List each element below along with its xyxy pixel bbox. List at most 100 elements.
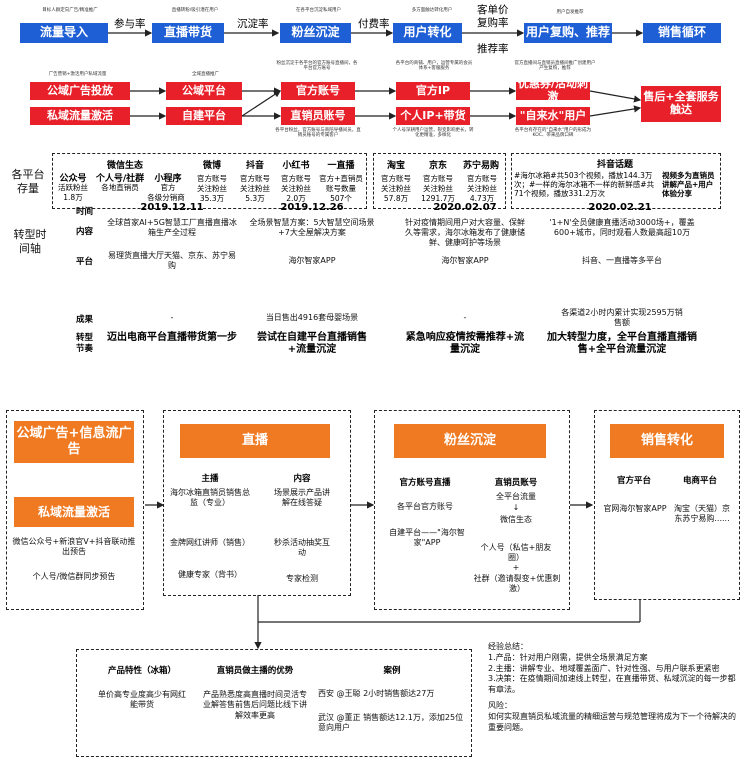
topic-title: 抖音话题 bbox=[596, 160, 633, 170]
douyin-label2: 关注粉丝 bbox=[240, 184, 270, 193]
row-platform: 平台 bbox=[76, 257, 94, 267]
fans-staff4: 社群（邀请裂变+优惠刺激） bbox=[473, 574, 561, 594]
yizhibo-label: 官方+直销员 bbox=[319, 174, 363, 183]
fans-h-staff: 直销员账号 bbox=[494, 478, 538, 488]
prod-h: 产品特性（冰箱） bbox=[107, 666, 176, 676]
note-ip: 各平台的商铺、用户，运营专属的会员体系+客服服务 bbox=[395, 61, 473, 72]
risk-title: 风险： bbox=[488, 700, 512, 710]
adv-h: 直销员做主播的优势 bbox=[216, 666, 294, 676]
risk-text: 如何实现直销员私域流量的精细运营与规范管理将成为下一个待解决的重要问题。 bbox=[488, 711, 736, 732]
box-organic: "自来水"用户 bbox=[516, 107, 590, 125]
private-box: 私域流量激活 bbox=[14, 497, 134, 527]
private-text1: 微信公众号+新浪官V+抖音联动推出预告 bbox=[12, 537, 136, 557]
jd-label2: 关注粉丝 bbox=[423, 184, 453, 193]
stock-side-label: 各平台存量 bbox=[11, 168, 45, 196]
bottom-group-live bbox=[163, 410, 351, 596]
stock-group-c bbox=[511, 153, 721, 209]
live-host3: 健康专家（背书） bbox=[178, 570, 242, 579]
wechat-col-2-value: 各级分销商 bbox=[147, 193, 185, 202]
box-promo: 优惠券/活动刺激 bbox=[516, 77, 590, 103]
yizhibo-label2: 账号数量 bbox=[326, 184, 356, 193]
jd-label: 官方账号 bbox=[423, 174, 453, 183]
live-content3: 专家检测 bbox=[286, 574, 318, 583]
box-convert: 用户转化 bbox=[393, 23, 462, 43]
note-platform: 全域直播推广 bbox=[192, 72, 219, 77]
tl-3-platform: 抖音、一直播等多平台 bbox=[582, 256, 662, 265]
note-live: 直播转粉/吸引潜在用户 bbox=[171, 8, 219, 13]
box-personal-ip: 个人IP+带货 bbox=[396, 107, 470, 125]
summary-block: 经验总结： 1.产品：针对用户刚需，提供全场景满足方案 2.主播：讲解专业、地域… bbox=[488, 642, 740, 733]
tl-1-rhythm: 尝试在自建平台直播销售+流量沉淀 bbox=[257, 332, 367, 355]
conn-aov: 客单价 bbox=[477, 4, 509, 16]
taobao-value: 57.8万 bbox=[383, 194, 409, 203]
bottom-group-fans bbox=[374, 410, 570, 610]
box-public-ads: 公域广告投放 bbox=[30, 82, 130, 100]
note-repurchase: 用户自发推荐 bbox=[556, 10, 584, 15]
box-staff: 直销员账号 bbox=[281, 107, 355, 125]
live-host2: 金牌网红讲师（销售） bbox=[170, 538, 250, 547]
yizhibo-name: 一直播 bbox=[327, 161, 355, 171]
case-h: 案例 bbox=[383, 666, 401, 676]
topic-text-b: 视频多为直销员讲解产品+用户体验分享 bbox=[662, 171, 715, 198]
fans-box: 粉丝沉淀 bbox=[394, 424, 546, 458]
wechat-col-0-name: 公众号 bbox=[59, 174, 87, 184]
sales-official: 官网海尔智家APP bbox=[603, 504, 667, 513]
summary-1: 1.产品：针对用户刚需，提供全场景满足方案 bbox=[488, 652, 648, 662]
bottom-group-ads bbox=[6, 410, 144, 610]
xhs-label: 官方账号 bbox=[281, 174, 311, 183]
box-official2: 官方IP bbox=[396, 82, 470, 100]
weibo-name: 微博 bbox=[202, 161, 221, 171]
tl-2-rhythm: 紧急响应疫情按需推荐+流量沉淀 bbox=[405, 332, 525, 355]
box-official: 官方账号 bbox=[281, 82, 355, 100]
suning-label2: 关注粉丝 bbox=[467, 184, 497, 193]
wechat-col-0-label: 活跃粉丝 bbox=[58, 183, 88, 192]
stock-group-a bbox=[52, 153, 367, 209]
taobao-label: 官方账号 bbox=[381, 174, 411, 183]
stock-group-b bbox=[373, 153, 506, 209]
fans-staff1: 全平台流量 bbox=[496, 492, 536, 501]
xhs-label2: 关注粉丝 bbox=[281, 184, 311, 193]
sales-h-official: 官方平台 bbox=[616, 476, 651, 486]
conn-pay: 付费率 bbox=[358, 18, 390, 30]
sales-h-ecom: 电商平台 bbox=[682, 476, 717, 486]
box-public-platform: 公域平台 bbox=[166, 82, 242, 100]
note-fans: 在各平台沉淀私域用户 bbox=[296, 8, 341, 13]
case2: 武汉 @董正 销售额达12.1万，添加25位意向用户 bbox=[318, 713, 464, 733]
jd-name: 京东 bbox=[428, 161, 447, 171]
live-content2: 秒杀活动抽奖互动 bbox=[274, 538, 330, 558]
tl-0-date: 2019.12.11 bbox=[140, 202, 204, 213]
row-rhythm: 转型节奏 bbox=[76, 333, 94, 354]
douyin-label: 官方账号 bbox=[240, 174, 270, 183]
case1: 西安 @王聪 2小时销售额达27万 bbox=[318, 689, 435, 698]
tl-2-date: 2020.02.07 bbox=[433, 202, 497, 213]
weibo-value: 35.3万 bbox=[199, 194, 225, 203]
suning-name: 苏宁易购 bbox=[462, 161, 499, 171]
row-time: 时间 bbox=[76, 207, 94, 217]
live-h-host: 主播 bbox=[201, 474, 219, 484]
tl-3-content: '1+N'全员健康直播活动3000场+，覆盖600+城市，同时观看人数最高超10… bbox=[549, 218, 695, 237]
box-private: 私域流量激活 bbox=[30, 107, 130, 125]
box-live: 直播带货 bbox=[152, 23, 224, 43]
bottom-group-product bbox=[76, 649, 472, 757]
fans-staff3: 个人号（私信+朋友圈） bbox=[480, 543, 552, 563]
live-h-content: 内容 bbox=[293, 474, 311, 484]
tl-2-content: 针对疫情期间用户对大容量、保鲜久等需求，海尔冰箱发布了健康储鲜、健康呵护等场景 bbox=[405, 218, 525, 247]
conn-recommend: 推荐率 bbox=[477, 43, 509, 55]
conn-participation: 参与率 bbox=[114, 18, 146, 30]
wechat-col-0-value: 1.8万 bbox=[63, 193, 83, 202]
bottom-group-sales bbox=[594, 410, 740, 600]
wechat-col-1-label: 各地直销员 bbox=[101, 183, 139, 192]
ads-box: 公域广告+信息流广告 bbox=[14, 421, 134, 463]
wechat-col-1-name: 个人号/社群 bbox=[95, 174, 145, 184]
box-fans: 粉丝沉淀 bbox=[280, 23, 351, 43]
tl-3-result: 各渠道2小时内累计实现2595万销售额 bbox=[561, 308, 683, 327]
weibo-label: 官方账号 bbox=[197, 174, 227, 183]
jd-value: 1291.7万 bbox=[421, 194, 455, 203]
tl-3-rhythm: 加大转型力度，全平台直播直播销售+全平台流量沉淀 bbox=[547, 332, 697, 355]
taobao-label2: 关注粉丝 bbox=[381, 184, 411, 193]
tl-1-result: 当日售出4916套母婴场景 bbox=[265, 313, 359, 322]
private-text2: 个人号/微信群同步预告 bbox=[32, 572, 116, 581]
tl-0-result: - bbox=[170, 313, 174, 322]
box-cycle: 销售循环 bbox=[643, 23, 721, 43]
xhs-name: 小红书 bbox=[282, 161, 310, 171]
